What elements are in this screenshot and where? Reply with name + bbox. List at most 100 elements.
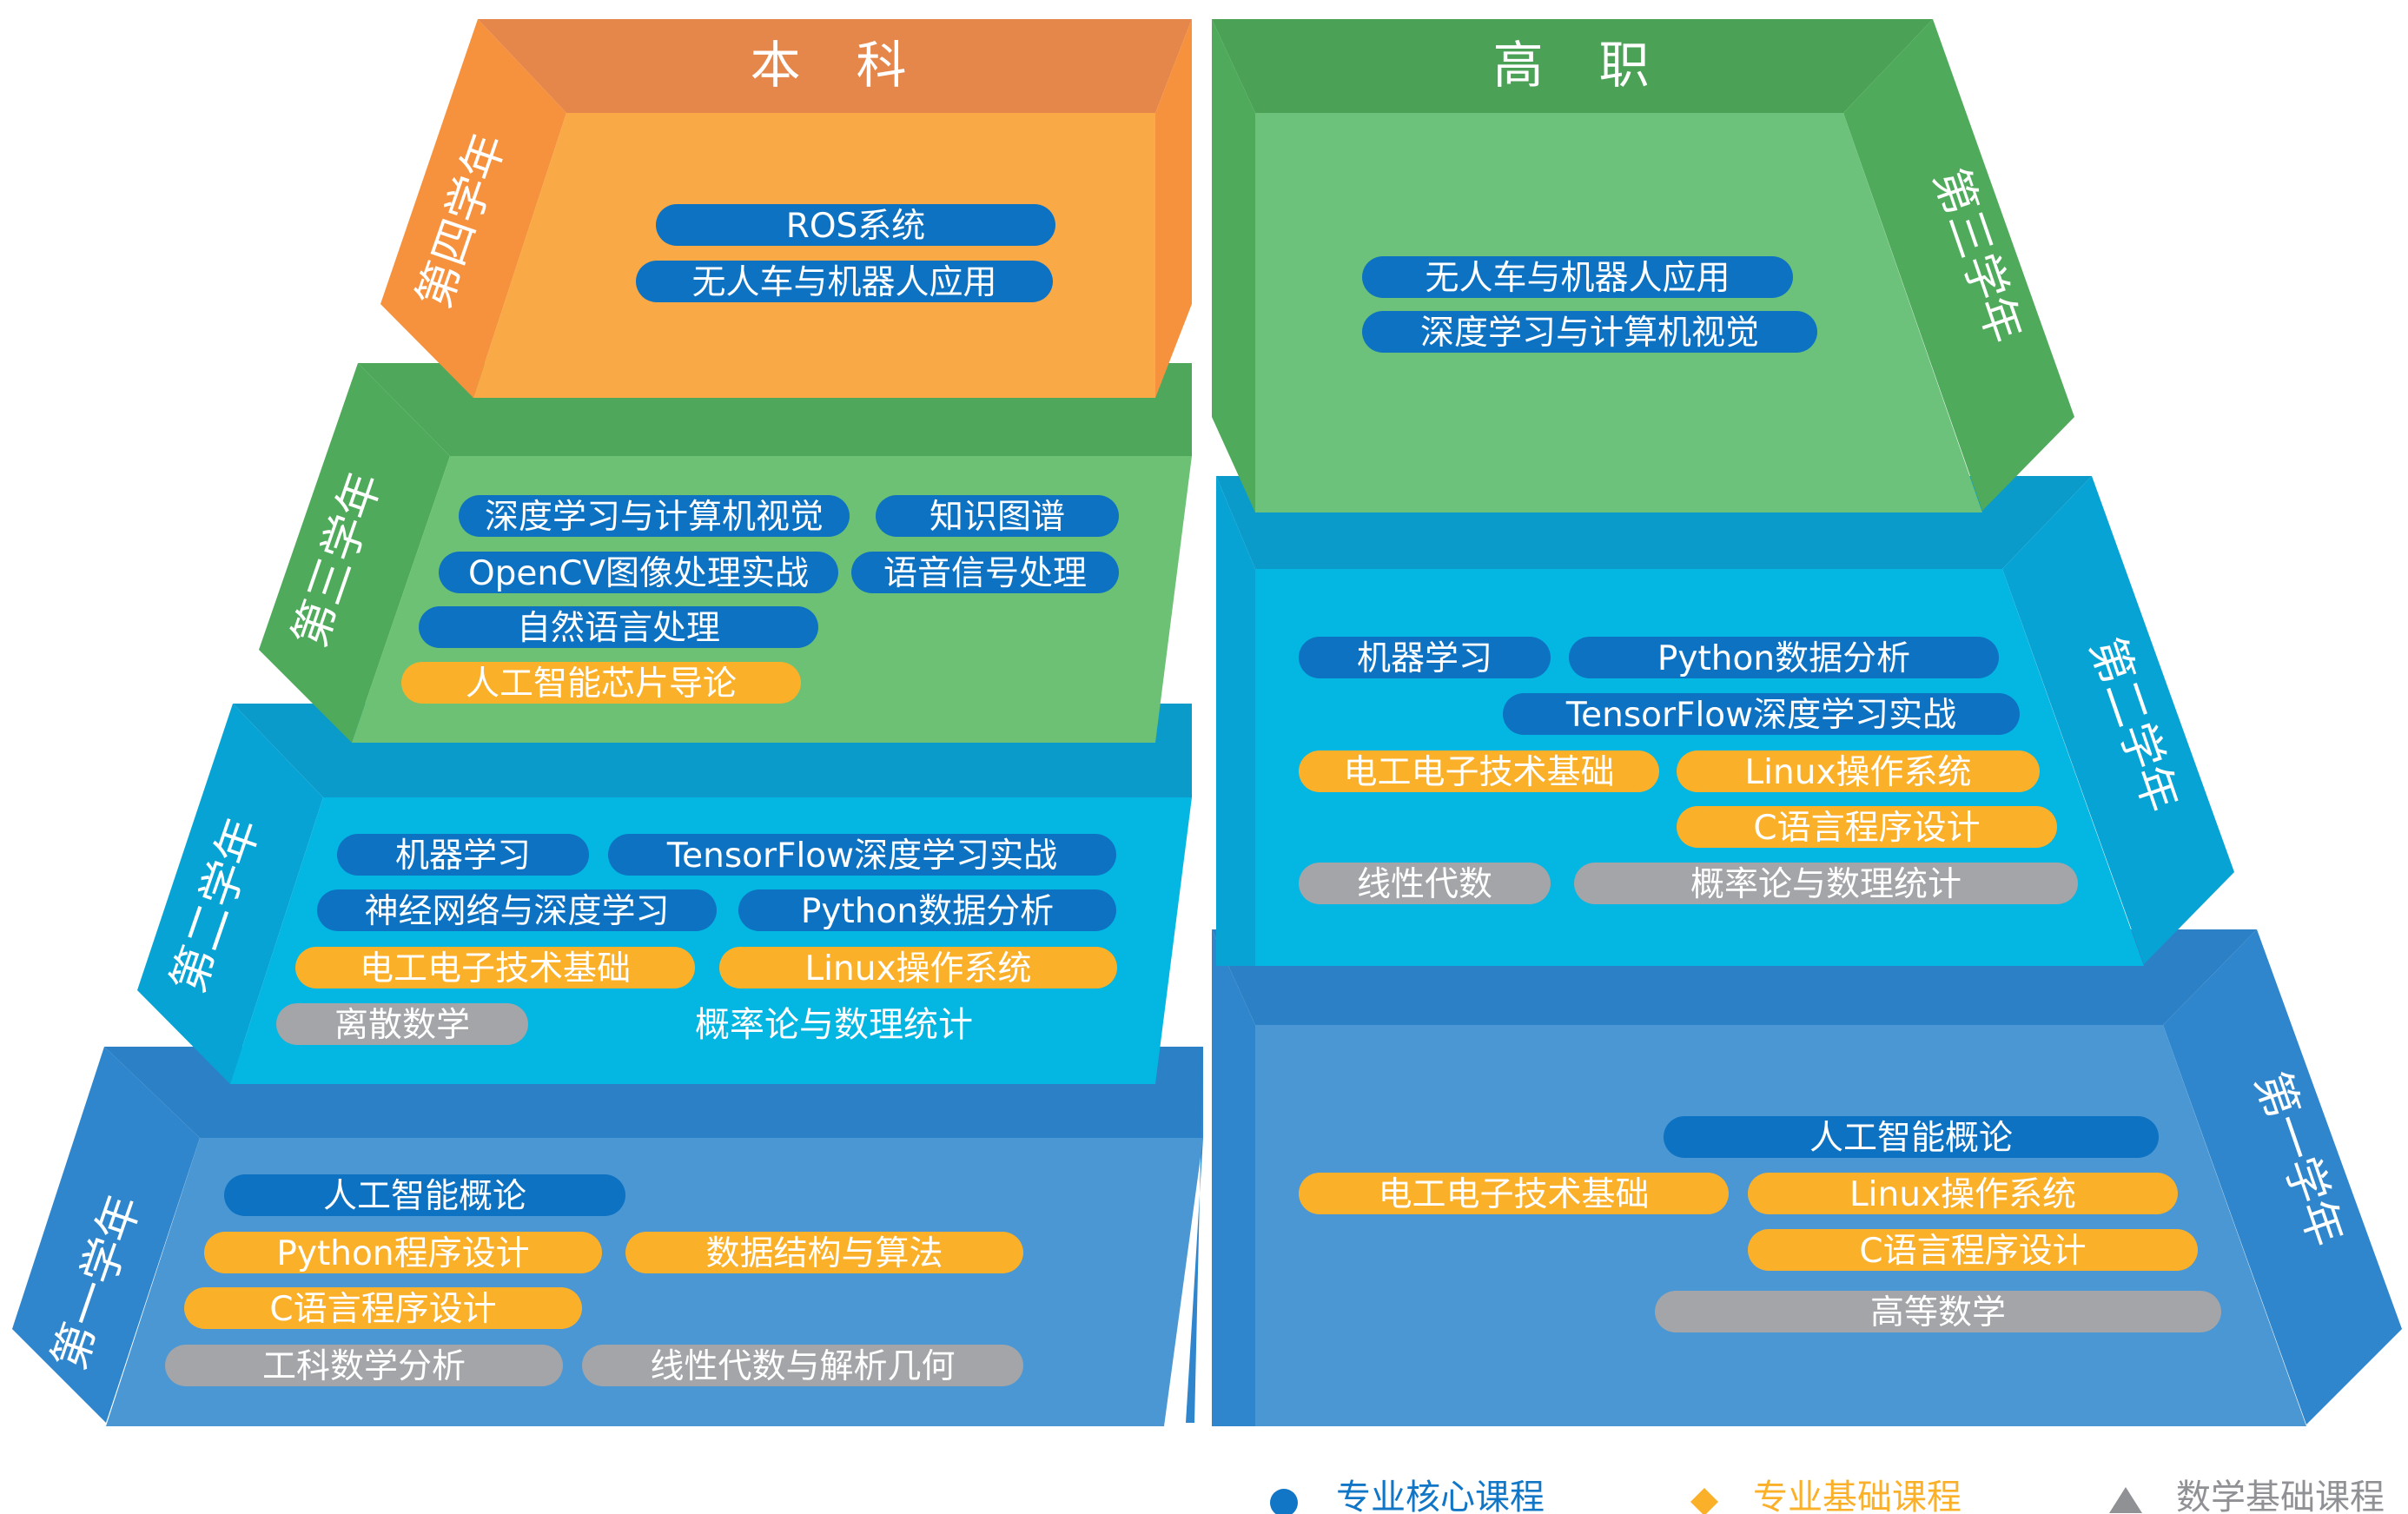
course-label: 知识图谱	[929, 498, 1065, 537]
course-label: 深度学习与计算机视觉	[1420, 314, 1759, 353]
legend-label-foundation: 专业基础课程	[1753, 1478, 1961, 1514]
course-pill-bg	[876, 495, 1119, 537]
course-pill: 电工电子技术基础	[1299, 1173, 1729, 1214]
course-label: C语言程序设计	[1753, 809, 1980, 848]
course-label: 机器学习	[1357, 639, 1492, 678]
course-label: 数据结构与算法	[705, 1234, 943, 1273]
course-label: 自然语言处理	[517, 609, 720, 648]
course-pill-bg	[204, 1232, 602, 1273]
course-label: 人工智能芯片导论	[466, 664, 737, 704]
course-label: C语言程序设计	[1859, 1232, 2086, 1271]
undergrad-year4-front-face	[473, 113, 1155, 398]
course-pill-bg	[1362, 256, 1793, 298]
course-pill: 无人车与机器人应用	[1362, 256, 1793, 298]
vocational-year1-front-face	[1255, 1025, 2306, 1426]
vocational-year1-left-face	[1212, 929, 1255, 1426]
course-pill: 无人车与机器人应用	[636, 261, 1053, 302]
course-pill-bg	[625, 1232, 1023, 1273]
course-pill: C语言程序设计	[1748, 1229, 2198, 1271]
course-pill: 线性代数与解析几何	[582, 1345, 1023, 1386]
undergrad-year4-right-face	[1155, 19, 1192, 398]
legend-triangle-icon	[2109, 1487, 2142, 1513]
course-label: 电工电子技术基础	[1378, 1175, 1649, 1214]
course-pill-bg	[1299, 637, 1551, 678]
legend-label-math: 数学基础课程	[2176, 1478, 2385, 1514]
undergrad-year1-right-face	[1186, 1047, 1203, 1423]
course-pill: Python程序设计	[204, 1232, 602, 1273]
course-pill-bg	[1503, 693, 2020, 735]
undergrad-year4-block: 第四学年	[380, 19, 1192, 398]
vocational-year2-left-face	[1216, 476, 1255, 966]
course-pill: 知识图谱	[876, 495, 1119, 537]
course-label: 线性代数与解析几何	[650, 1347, 955, 1386]
course-pill-bg	[656, 204, 1055, 246]
vocational-year3-right-face	[1843, 19, 2074, 511]
course-pill-bg	[295, 947, 695, 988]
undergrad-year4-top-face	[478, 19, 1192, 113]
course-label: Python数据分析	[1657, 639, 1910, 678]
course-pill-bg	[1299, 863, 1551, 904]
course-pill-bg	[1655, 1291, 2221, 1332]
course-pill: Linux操作系统	[1677, 750, 2040, 792]
course-pill: 人工智能概论	[1664, 1116, 2159, 1158]
vocational-title: 高 职	[1493, 36, 1652, 95]
course-pill: C语言程序设计	[1677, 806, 2057, 848]
course-pill-bg	[1299, 750, 1659, 792]
vocational-year3-left-face	[1212, 19, 1255, 512]
course-pill: 语音信号处理	[851, 552, 1119, 593]
undergrad-year4-left-face	[380, 19, 566, 398]
course-pill-bg	[738, 889, 1116, 931]
course-pill-bg	[582, 1345, 1023, 1386]
course-label: 电工电子技术基础	[1343, 753, 1614, 792]
course-label: Linux操作系统	[1744, 753, 1971, 792]
course-label: 机器学习	[395, 836, 531, 876]
course-pill-bg	[719, 947, 1117, 988]
course-label: Linux操作系统	[804, 949, 1031, 988]
legend-item-foundation: 专业基础课程	[1690, 1478, 1961, 1514]
course-pill: 概率论与数理统计	[1574, 863, 2078, 904]
course-pill-bg	[419, 606, 818, 648]
course-label: 语音信号处理	[883, 554, 1087, 593]
course-label: TensorFlow深度学习实战	[666, 836, 1057, 876]
course-pill: Linux操作系统	[1748, 1173, 2178, 1214]
course-label: 概率论与数理统计	[695, 1005, 973, 1045]
course-label: 概率论与数理统计	[1690, 865, 1961, 904]
course-pill: 电工电子技术基础	[1299, 750, 1659, 792]
course-pill-bg	[337, 834, 589, 876]
legend-item-math: 数学基础课程	[2109, 1478, 2385, 1514]
legend-label-core: 专业核心课程	[1336, 1478, 1545, 1514]
course-pill-bg	[1677, 806, 2057, 848]
course-pill: 电工电子技术基础	[295, 947, 695, 988]
course-pill: 高等数学	[1655, 1291, 2221, 1332]
course-pill: 人工智能芯片导论	[401, 662, 801, 704]
course-pill: 机器学习	[1299, 637, 1551, 678]
course-pill-bg	[1664, 1116, 2159, 1158]
undergrad-title: 本 科	[751, 36, 910, 95]
course-pill-bg	[276, 1003, 528, 1045]
course-label: 工科数学分析	[262, 1347, 466, 1386]
course-pill: 深度学习与计算机视觉	[459, 495, 850, 537]
course-pill: 自然语言处理	[419, 606, 818, 648]
legend-diamond-icon	[1690, 1488, 1718, 1514]
vocational-year2-right-face	[2002, 476, 2234, 964]
course-pill-bg	[636, 261, 1053, 302]
course-pill-bg	[317, 889, 717, 931]
course-pill-bg	[459, 495, 850, 537]
course-label: 高等数学	[1870, 1293, 2006, 1332]
course-label: 人工智能概论	[323, 1177, 526, 1216]
course-pill: TensorFlow深度学习实战	[1503, 693, 2020, 735]
course-label: 无人车与机器人应用	[1425, 259, 1730, 298]
course-pill: C语言程序设计	[184, 1287, 582, 1329]
course-pill-bg	[1362, 311, 1817, 353]
course-pill-bg	[1299, 1173, 1729, 1214]
course-pill: 神经网络与深度学习	[317, 889, 717, 931]
course-pill: 人工智能概论	[224, 1174, 625, 1216]
undergrad-year1-left-face	[12, 1047, 200, 1423]
course-pill-bg	[1569, 637, 1999, 678]
course-label: ROS系统	[786, 207, 926, 246]
course-label: C语言程序设计	[269, 1290, 496, 1329]
course-label: 无人车与机器人应用	[691, 263, 996, 302]
course-pill: TensorFlow深度学习实战	[608, 834, 1116, 876]
course-label: 人工智能概论	[1809, 1119, 2013, 1158]
